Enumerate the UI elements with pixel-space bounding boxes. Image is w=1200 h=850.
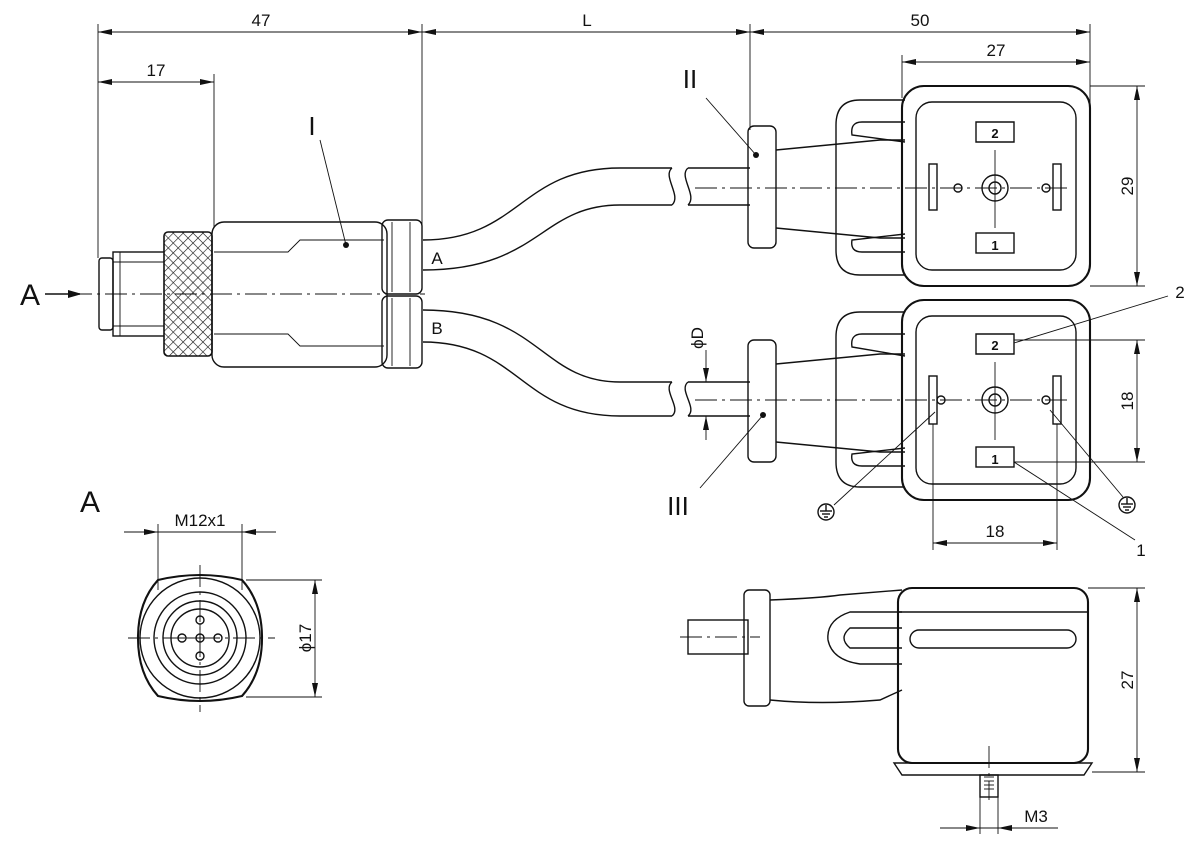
dim-27-side: 27 [1118,671,1137,690]
pin-2-top: 2 [991,126,998,141]
dim-18-horizontal: 18 [986,522,1005,541]
cable-B [422,309,750,417]
dim-m3-group [940,797,1058,834]
callout-2: 2 [1175,283,1184,302]
view-A [128,565,275,712]
dim-27-side-group [1088,587,1145,773]
view-title: A [80,486,100,519]
valve-connector-top [747,84,1092,288]
pin-2-bottom: 2 [991,338,998,353]
dim-L: L [582,11,591,30]
dim-17-diameter-group [246,579,322,698]
pin-1-bottom: 1 [991,452,998,467]
dim-29-group [1090,85,1145,287]
dim-18-vertical: 18 [1118,392,1137,411]
dim-27-top: 27 [987,41,1006,60]
dim-m3: M3 [1024,807,1048,826]
dim-47: 47 [252,11,271,30]
ground-icon [1118,496,1136,514]
view-arrow-label: A [20,279,40,312]
side-view [680,586,1094,800]
cable-A [422,167,750,271]
dim-50: 50 [911,11,930,30]
dim-D: ϕD [688,327,707,349]
dim-29: 29 [1118,177,1137,196]
part-III-label: III [667,491,689,521]
ground-icon [817,503,835,521]
dim-m12-group [124,524,276,590]
pin-1-top: 1 [991,238,998,253]
dim-18-horizontal-group [932,424,1058,550]
dim-17-diameter: ϕ17 [296,624,315,652]
part-I-label: I [308,111,315,141]
part-II-label: II [683,64,697,94]
cable-A-label: A [431,249,443,268]
callout-1: 1 [1136,541,1145,560]
dim-D-group [703,350,709,440]
dim-18-vertical-group [1014,339,1145,463]
dim-17: 17 [147,61,166,80]
cable-B-label: B [431,319,442,338]
top-dimensions: 47 L 50 17 27 [97,11,1091,258]
dim-m12: M12x1 [174,511,225,530]
